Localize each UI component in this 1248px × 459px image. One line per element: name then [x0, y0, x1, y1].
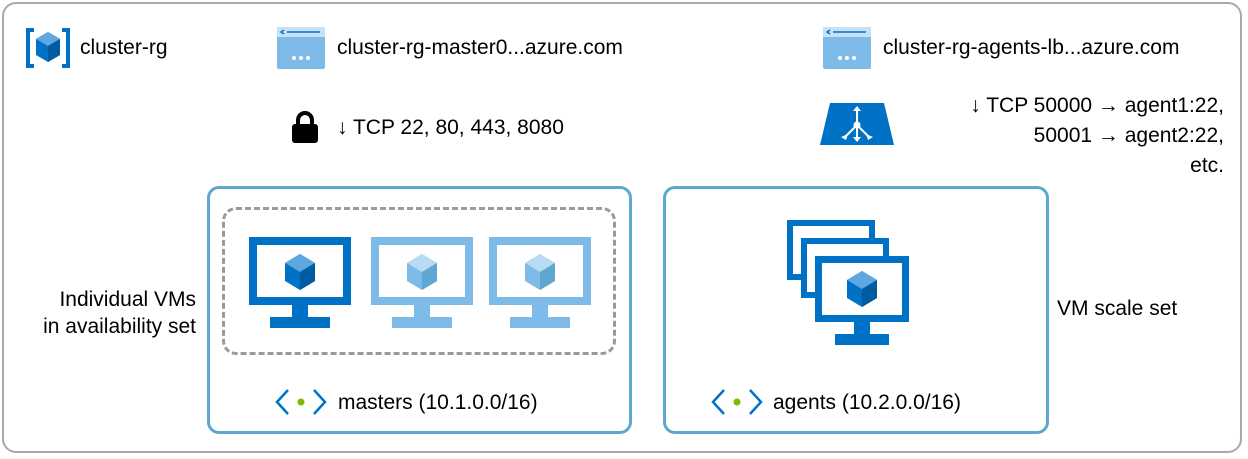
- agents-endpoint-label: cluster-rg-agents-lb...azure.com: [883, 36, 1180, 59]
- vm-icon: [371, 237, 473, 328]
- vm-scale-set-icon: [787, 220, 909, 345]
- agent-rules-line-1: ↓ TCP 50000 → agent1:22,: [970, 94, 1224, 117]
- virtual-network-icon: [275, 389, 327, 415]
- agent-rules-line-2: 50001 → agent2:22,: [1033, 124, 1224, 147]
- diagram-frame: [2, 2, 1242, 453]
- public-ip-icon: [277, 27, 325, 69]
- agents-subnet-box: [663, 186, 1049, 434]
- agents-subnet-label: agents (10.2.0.0/16): [773, 391, 961, 414]
- masters-subnet-box: [207, 186, 632, 434]
- load-balancer-icon: [820, 103, 894, 145]
- vm-icon: [249, 237, 351, 328]
- agents-side-label: VM scale set: [1057, 297, 1178, 320]
- masters-side-label-line-1: Individual VMs: [59, 288, 196, 311]
- availability-set: [222, 207, 616, 355]
- agent-rules-line-3: etc.: [1190, 154, 1224, 177]
- resource-group-icon: [26, 28, 70, 68]
- virtual-network-icon: [711, 389, 763, 415]
- masters-subnet-label: masters (10.1.0.0/16): [338, 391, 538, 414]
- vm-icon: [489, 237, 591, 328]
- master-endpoint-label: cluster-rg-master0...azure.com: [337, 36, 623, 59]
- masters-side-label-line-2: in availability set: [43, 315, 196, 338]
- master-inbound-rules: ↓ TCP 22, 80, 443, 8080: [337, 116, 564, 139]
- public-ip-icon: [823, 27, 871, 69]
- lock-icon: [292, 111, 318, 143]
- resource-group-label: cluster-rg: [80, 36, 168, 59]
